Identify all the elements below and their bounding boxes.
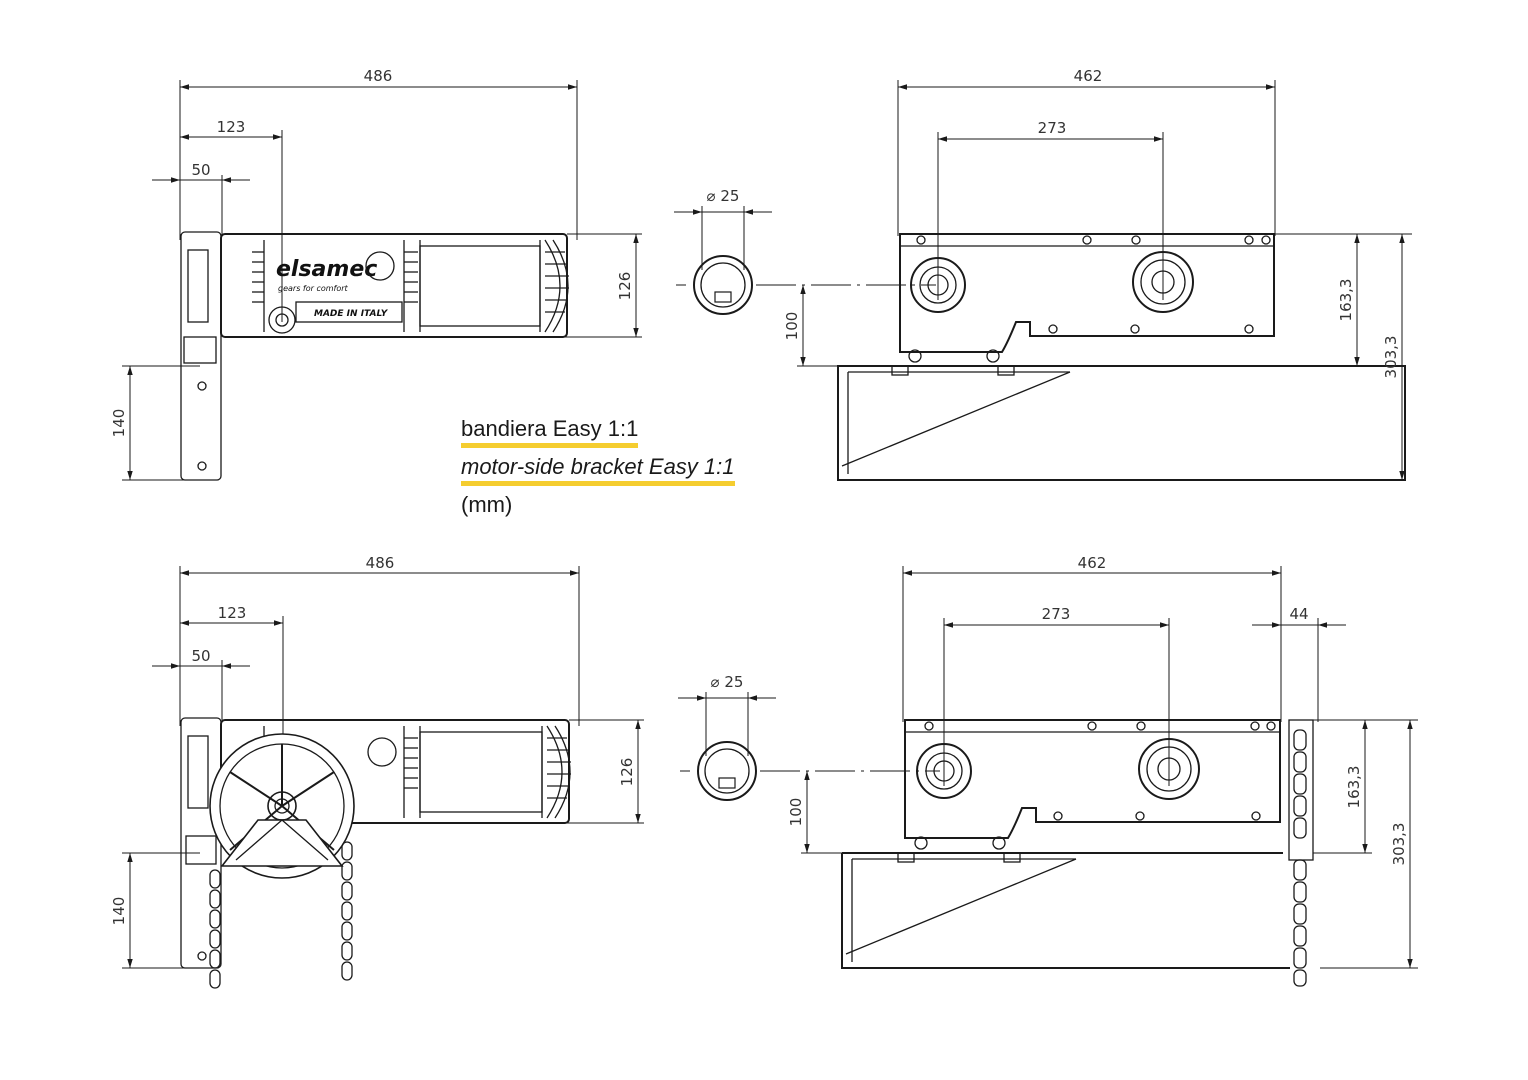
dim-shaft-diameter: ⌀ 25	[707, 187, 740, 205]
dim-462: 462	[1074, 67, 1103, 85]
top-shaft-view: ⌀ 25 100	[674, 187, 936, 366]
dim-50: 50	[191, 161, 210, 179]
top-left-view: 486 123 50	[110, 67, 642, 481]
dim-100-b: 100	[787, 798, 805, 827]
dim-163-3: 163,3	[1337, 279, 1355, 322]
chain-right	[341, 841, 353, 981]
dim-163-3-b: 163,3	[1345, 766, 1363, 809]
brand-logo-top: elsamec	[276, 257, 377, 282]
dim-126-b: 126	[618, 758, 636, 787]
dim-486: 486	[364, 67, 393, 85]
dim-486-b: 486	[366, 554, 395, 572]
bottom-right-view: 462 273 44	[801, 554, 1418, 987]
dim-273-b: 273	[1042, 605, 1071, 623]
legend: bandiera Easy 1:1 motor-side bracket Eas…	[461, 410, 735, 524]
dim-462-b: 462	[1078, 554, 1107, 572]
legend-line-1: bandiera Easy 1:1	[461, 415, 639, 448]
dim-50-b: 50	[191, 647, 210, 665]
dim-303-3: 303,3	[1382, 336, 1400, 379]
made-in-italy-top: MADE IN ITALY	[314, 309, 389, 319]
brand-tagline-top: gears for comfort	[278, 284, 349, 293]
dim-273: 273	[1038, 119, 1067, 137]
dim-123-b: 123	[218, 604, 247, 622]
legend-line-2: motor-side bracket Easy 1:1	[461, 453, 735, 486]
dim-126: 126	[616, 272, 634, 301]
chain-side	[1293, 729, 1307, 987]
dim-123: 123	[217, 118, 246, 136]
dim-44: 44	[1289, 605, 1308, 623]
top-right-view: 462 273 163,3 303,3	[797, 67, 1412, 481]
legend-line-3: (mm)	[461, 492, 513, 517]
bottom-left-view: 486 123 50	[110, 554, 644, 989]
dim-140: 140	[110, 409, 128, 438]
dim-shaft-diameter-b: ⌀ 25	[711, 673, 744, 691]
dim-140-b: 140	[110, 897, 128, 926]
dim-100: 100	[783, 312, 801, 341]
chain-left	[209, 869, 221, 989]
dim-303-3-b: 303,3	[1390, 823, 1408, 866]
bottom-shaft-view: ⌀ 25 100	[678, 673, 940, 853]
